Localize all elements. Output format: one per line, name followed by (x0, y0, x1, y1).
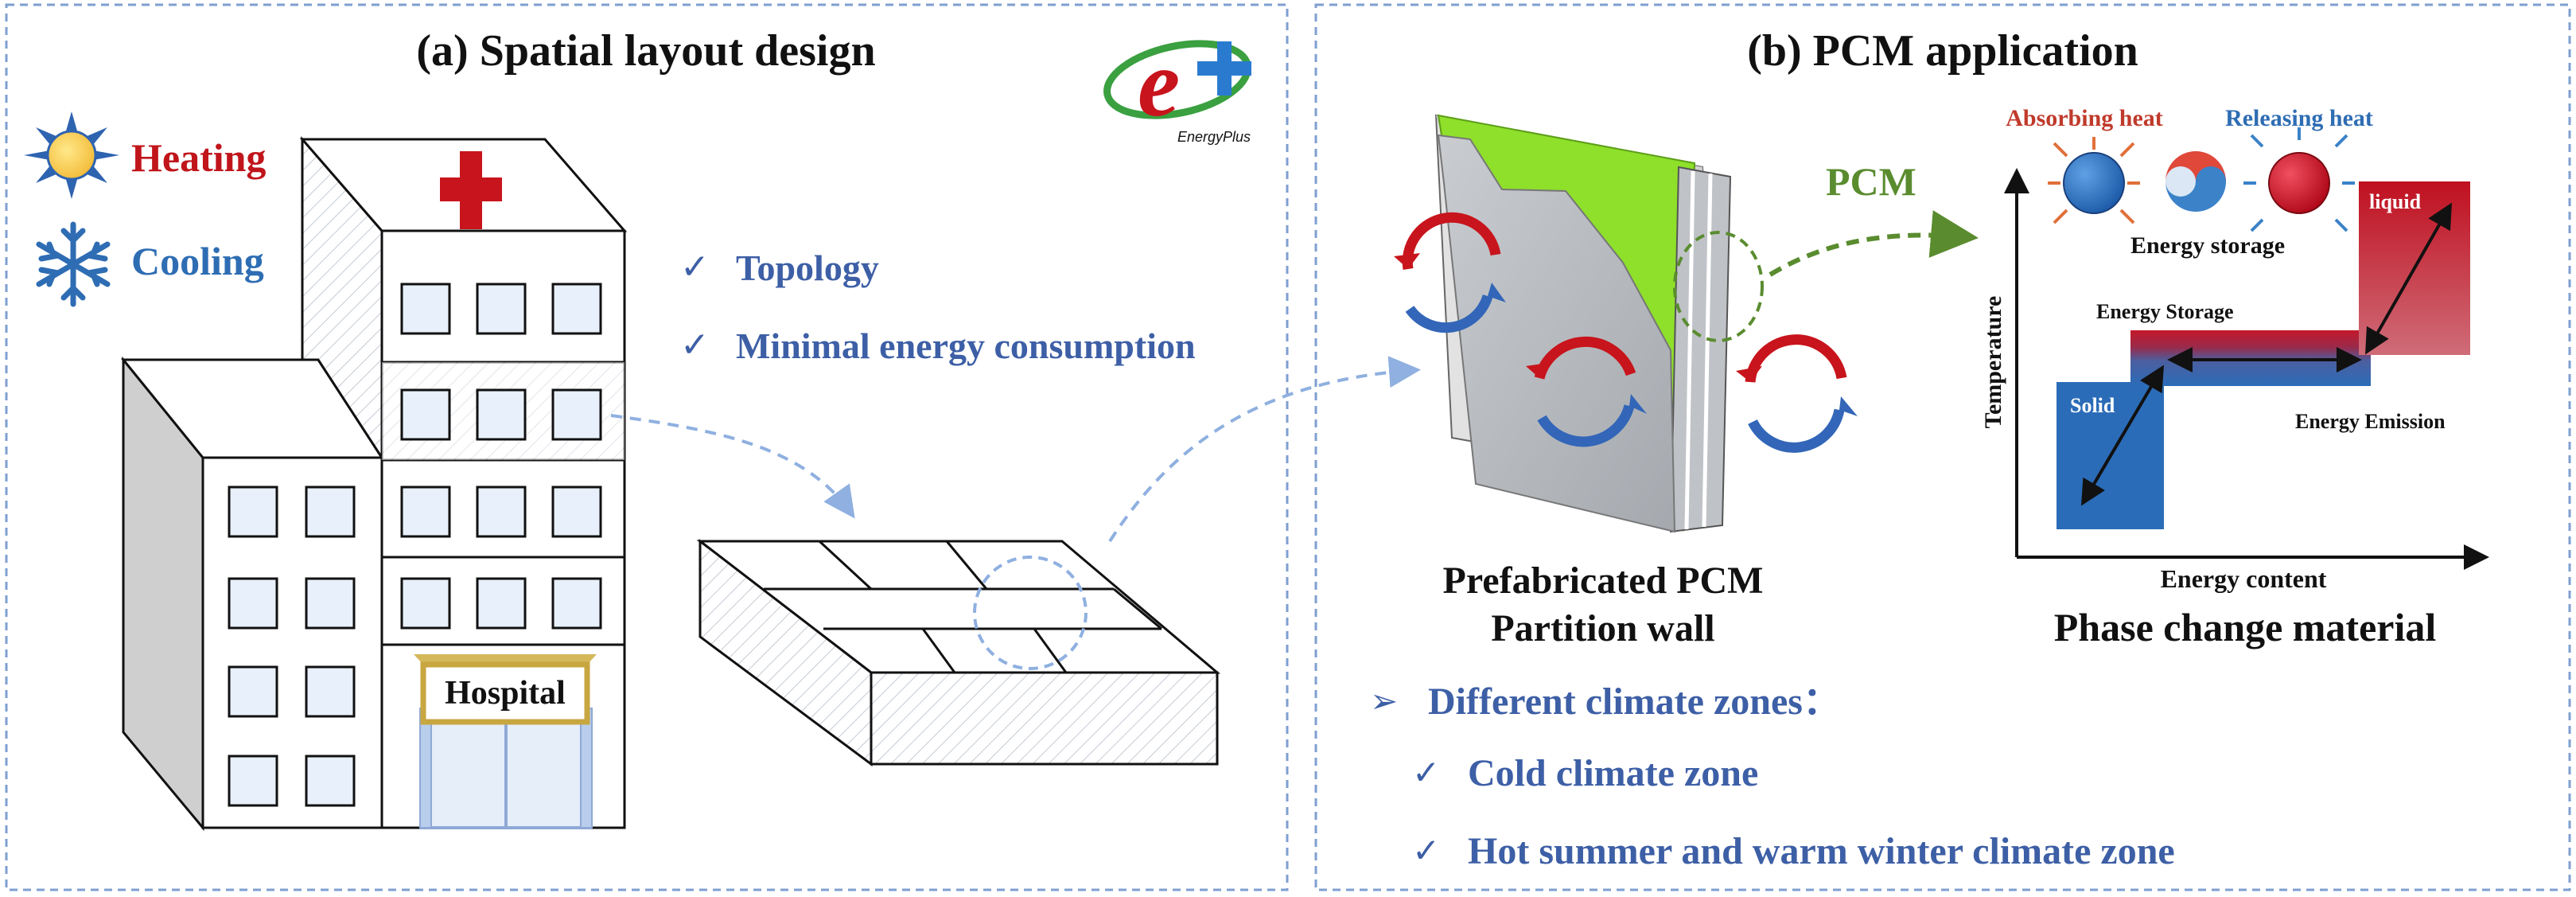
storage-label: Energy Storage (2096, 300, 2234, 323)
checkmark-icon: ✓ (680, 325, 710, 365)
hospital-entrance (419, 708, 593, 829)
plan-highlight-circle (973, 556, 1088, 670)
pcm-wall (1434, 114, 1732, 533)
red-cross-icon (440, 151, 502, 229)
checkmark-icon: ✓ (1412, 753, 1440, 792)
phase-change-chart: Absorbing heat Releasing heat (1980, 105, 2489, 593)
hospital-sign: Hospital (414, 654, 597, 725)
svg-text:e: e (1138, 30, 1180, 136)
climate-zones-list: ➢ Different climate zones： ✓ Cold climat… (1370, 681, 2175, 872)
y-axis-label: Temperature (1980, 296, 2006, 429)
pcm-zoom-arrow (1769, 210, 1979, 277)
releasing-ball-icon (2243, 127, 2355, 232)
hospital-sign-text: Hospital (445, 675, 566, 712)
wall-caption-line2: Partition wall (1491, 607, 1714, 649)
wall-caption-line1: Prefabricated PCM (1443, 560, 1764, 602)
panel-a-frame (5, 3, 1289, 891)
panel-b-title: (b) PCM application (1747, 26, 2138, 76)
wall-highlight-circle (1673, 231, 1764, 342)
pcm-label: PCM (1826, 159, 1916, 204)
chart-caption: Phase change material (2054, 605, 2437, 649)
checkmark-icon: ✓ (1412, 831, 1440, 870)
yin-yang-icon (2165, 151, 2226, 212)
sun-icon (24, 111, 119, 199)
flow-arrow-to-plan (610, 414, 855, 519)
panel-a-title: (a) Spatial layout design (416, 26, 875, 76)
energyplus-logo: e EnergyPlus (1103, 30, 1251, 145)
x-axis-label: Energy content (2161, 564, 2327, 593)
floor-plan (696, 538, 1221, 766)
climate-item-hot: Hot summer and warm winter climate zone (1468, 830, 2175, 872)
absorbing-heat-label: Absorbing heat (2006, 105, 2163, 131)
releasing-heat-label: Releasing heat (2225, 105, 2373, 131)
energyplus-logo-text: EnergyPlus (1177, 129, 1251, 145)
snowflake-icon (36, 221, 111, 307)
circular-arrow-heads (1394, 253, 1858, 416)
energy-storage-top-label: Energy storage (2130, 232, 2285, 259)
checkmark-icon: ✓ (680, 247, 710, 287)
cooling-label: Cooling (131, 239, 264, 283)
panel-a-checklist: ✓ Topology ✓ Minimal energy consumption (680, 247, 1196, 366)
building-windows (228, 283, 602, 807)
heating-label: Heating (131, 135, 266, 180)
panel-b-frame (1314, 3, 2571, 891)
climate-item-cold: Cold climate zone (1468, 752, 1758, 794)
climate-heading: Different climate zones： (1428, 681, 1841, 723)
check-item-topology: Topology (736, 248, 879, 288)
emission-label: Energy Emission (2295, 410, 2446, 433)
arrow-bullet-icon: ➢ (1370, 681, 1398, 720)
liquid-label: liquid (2369, 190, 2422, 213)
absorbing-ball-icon (2048, 137, 2140, 224)
circular-arrows-icon (1402, 212, 1847, 453)
flow-arrow-to-wall (1108, 356, 1421, 543)
check-item-energy: Minimal energy consumption (736, 326, 1196, 366)
solid-label: Solid (2070, 394, 2115, 417)
